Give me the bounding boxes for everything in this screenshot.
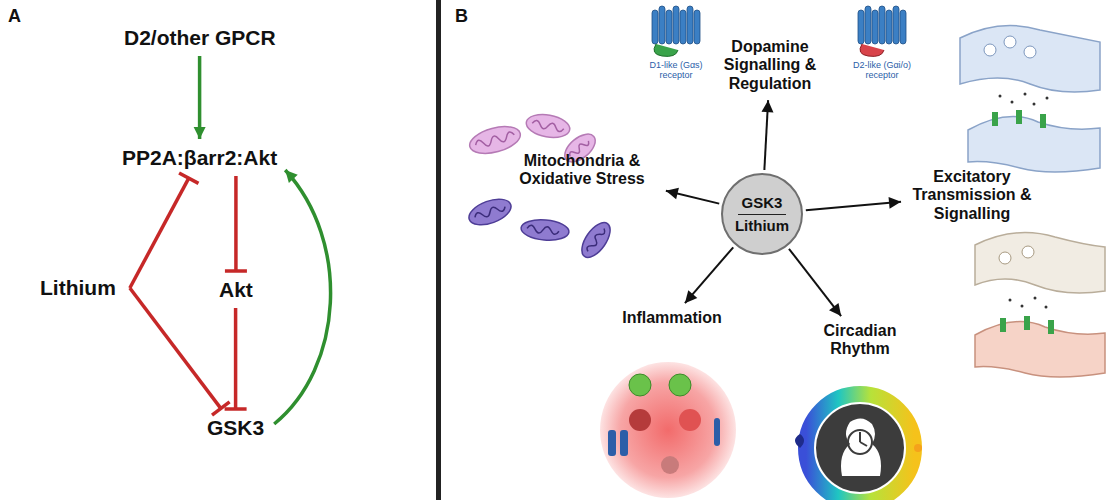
connector <box>789 249 841 316</box>
node-text: Lithium <box>40 276 116 299</box>
topic-label: Mitochondria & Oxidative Stress <box>503 150 661 191</box>
d2-receptor <box>858 6 906 56</box>
node-text: GSK3 <box>738 192 787 214</box>
d1-receptor <box>652 6 700 56</box>
complex-node: PP2A:βarr2:Akt <box>118 144 281 172</box>
connector <box>194 56 206 139</box>
connector <box>225 176 247 271</box>
arrowhead <box>194 127 206 139</box>
inflammation-illustration <box>600 362 736 498</box>
connector-line <box>234 176 238 271</box>
connector <box>666 188 719 204</box>
topic-label: Dopamine Signalling & Regulation <box>710 36 830 95</box>
arrowhead <box>889 197 901 209</box>
kinase-node: Akt <box>215 276 257 304</box>
kinase-node: GSK3 <box>203 414 268 442</box>
connector <box>685 247 733 303</box>
node-text: GSK3 <box>207 416 264 439</box>
inhibition-bar <box>212 402 230 415</box>
connector-line <box>274 170 330 424</box>
node-text: Dopamine Signalling & Regulation <box>714 38 826 93</box>
node-text: Circadian Rhythm <box>810 322 910 359</box>
connector-line <box>806 202 901 210</box>
receptor-node: D2/other GPCR <box>120 24 280 52</box>
node-text: Lithium <box>731 215 793 236</box>
topic-label: Inflammation <box>608 307 736 329</box>
synapse-homeostatic <box>975 233 1105 378</box>
connector <box>274 170 330 424</box>
inhibition-bar <box>179 173 198 183</box>
circadian-illustration <box>795 394 922 500</box>
connector-line <box>234 308 238 409</box>
receptor-label: D2-like (Gαi/o) receptor <box>842 60 922 81</box>
node-text: Inflammation <box>612 309 732 327</box>
connector-line <box>685 247 733 303</box>
node-text: D2/other GPCR <box>124 26 276 49</box>
panel-letter: A <box>8 6 21 27</box>
connector-line <box>789 249 841 316</box>
connector <box>806 197 901 210</box>
connector <box>130 288 230 415</box>
node-text: Akt <box>219 278 253 301</box>
node-text: PP2A:βarr2:Akt <box>122 146 277 169</box>
arrowhead <box>685 290 697 303</box>
connector-line <box>130 178 189 288</box>
panel-letter: B <box>455 6 468 27</box>
node-text: Excitatory Transmission & Signalling <box>910 168 1034 223</box>
arrowhead <box>285 170 298 183</box>
panel-divider <box>436 0 441 500</box>
arrowhead <box>666 188 679 200</box>
drug-node: Lithium <box>36 274 120 302</box>
connector-line <box>130 288 221 408</box>
connector-line <box>198 56 202 139</box>
connector <box>225 308 247 409</box>
node-text: Mitochondria & Oxidative Stress <box>507 152 657 189</box>
connector <box>761 100 773 170</box>
synapse-hebbian <box>960 26 1100 173</box>
inhibition-bar <box>225 407 247 411</box>
topic-label: Excitatory Transmission & Signalling <box>906 166 1038 225</box>
connector <box>130 173 199 288</box>
arrowhead <box>829 303 841 316</box>
hub-circle: GSK3Lithium <box>721 173 803 255</box>
receptor-label: D1-like (Gαs) receptor <box>636 60 716 81</box>
topic-label: Circadian Rhythm <box>806 320 914 361</box>
inhibition-bar <box>225 269 247 273</box>
arrowhead <box>761 100 773 112</box>
